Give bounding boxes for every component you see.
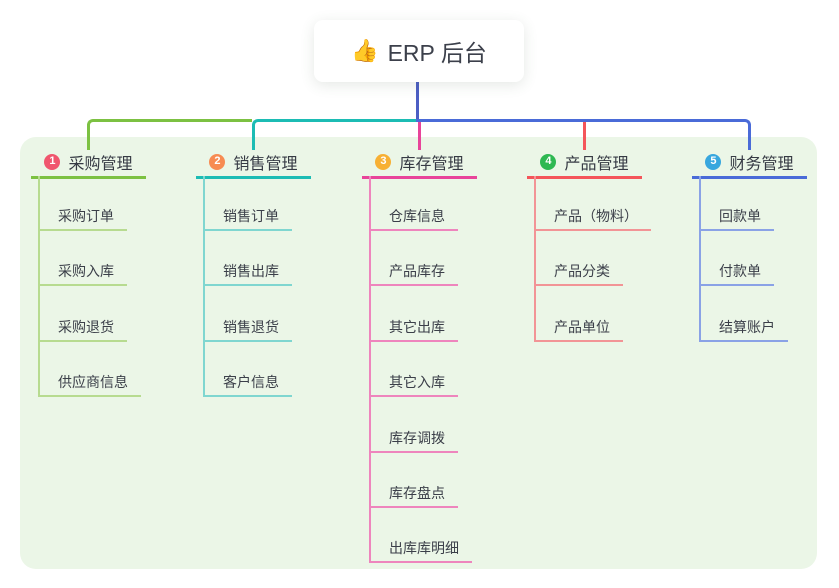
branch-3-child-6: 库存盘点: [369, 483, 458, 508]
branch-3-child-7: 出库库明细: [369, 538, 472, 564]
branch-2-title[interactable]: 2 销售管理: [196, 150, 311, 179]
branch-1-number-badge: 1: [44, 153, 61, 170]
child-node-label[interactable]: 库存盘点: [369, 483, 458, 508]
branch-5-child-3: 结算账户: [699, 317, 788, 342]
child-node-label[interactable]: 产品库存: [369, 261, 458, 287]
branch-title-text: 财务管理: [729, 155, 794, 173]
child-node-label[interactable]: 销售退货: [203, 317, 292, 342]
branch-1-child-3: 采购退货: [38, 317, 127, 342]
child-node-label[interactable]: 销售出库: [203, 261, 292, 287]
branch-1: 1 采购管理采购订单采购入库采购退货供应商信息: [31, 150, 146, 398]
child-node-label[interactable]: 产品（物料）: [534, 206, 651, 231]
branch-1-title[interactable]: 1 采购管理: [31, 150, 146, 179]
branch-2-spine: [203, 176, 205, 398]
branch-4-number-badge: 4: [540, 153, 557, 170]
branch-title-text: 库存管理: [399, 155, 464, 173]
branch-3-child-5: 库存调拨: [369, 428, 458, 453]
branch-2-child-1: 销售订单: [203, 206, 292, 231]
branch-3-child-1: 仓库信息: [369, 206, 458, 231]
branch-title-text: 产品管理: [564, 155, 629, 173]
branch-5: 5 财务管理回款单付款单结算账户: [692, 150, 807, 342]
child-node-label[interactable]: 采购订单: [38, 206, 127, 231]
branch-3-spine: [369, 176, 371, 564]
branch-1-child-1: 采购订单: [38, 206, 127, 231]
connector-branch-3-drop: [418, 122, 421, 150]
branch-4: 4 产品管理产品（物料） 产品分类产品单位: [527, 150, 651, 342]
branch-2-number-badge: 2: [209, 153, 226, 170]
child-node-label[interactable]: 销售订单: [203, 206, 292, 231]
branch-5-child-2: 付款单: [699, 261, 774, 287]
thumbs-up-icon: 👍: [351, 38, 379, 63]
branch-2: 2 销售管理销售订单销售出库销售退货客户信息: [196, 150, 311, 398]
root-node[interactable]: 👍 ERP 后台: [314, 20, 524, 82]
branch-2-child-4: 客户信息: [203, 372, 292, 398]
child-node-label[interactable]: 其它出库: [369, 317, 458, 342]
child-node-label[interactable]: 仓库信息: [369, 206, 458, 231]
branch-3-child-2: 产品库存: [369, 261, 458, 287]
branch-5-title[interactable]: 5 财务管理: [692, 150, 807, 179]
child-node-label[interactable]: 产品分类: [534, 261, 623, 287]
branch-3: 3 库存管理仓库信息产品库存其它出库其它入库库存调拨库存盘点出库库明细: [362, 150, 477, 564]
connector-root-drop: [416, 82, 419, 122]
child-node-label[interactable]: 库存调拨: [369, 428, 458, 453]
child-node-label[interactable]: 结算账户: [699, 317, 788, 342]
branch-4-child-2: 产品分类: [534, 261, 623, 287]
connector-branch-1-elbow: [87, 119, 252, 150]
branch-1-child-4: 供应商信息: [38, 372, 141, 398]
branch-5-child-1: 回款单: [699, 206, 774, 231]
branch-3-child-4: 其它入库: [369, 372, 458, 398]
child-node-label[interactable]: 出库库明细: [369, 538, 472, 564]
connector-branch-4-drop: [583, 122, 586, 150]
branch-5-number-badge: 5: [705, 153, 722, 170]
branch-3-child-3: 其它出库: [369, 317, 458, 342]
branch-1-child-2: 采购入库: [38, 261, 127, 287]
branch-3-title[interactable]: 3 库存管理: [362, 150, 477, 179]
branch-4-child-1: 产品（物料）: [534, 206, 651, 231]
child-node-label[interactable]: 采购退货: [38, 317, 127, 342]
branch-5-spine: [699, 176, 701, 342]
child-node-label[interactable]: 采购入库: [38, 261, 127, 287]
child-node-label[interactable]: 回款单: [699, 206, 774, 231]
branch-title-text: 采购管理: [68, 155, 133, 173]
child-node-label[interactable]: 客户信息: [203, 372, 292, 398]
connector-branch-2-elbow: [252, 119, 418, 150]
child-node-label[interactable]: 其它入库: [369, 372, 458, 398]
branch-2-child-2: 销售出库: [203, 261, 292, 287]
child-node-label[interactable]: 供应商信息: [38, 372, 141, 398]
branch-3-number-badge: 3: [375, 153, 392, 170]
branch-4-title[interactable]: 4 产品管理: [527, 150, 642, 179]
branch-title-text: 销售管理: [233, 155, 298, 173]
branch-4-spine: [534, 176, 536, 342]
branch-4-child-3: 产品单位: [534, 317, 623, 342]
branch-1-spine: [38, 176, 40, 398]
root-title: ERP 后台: [387, 40, 487, 66]
connector-branch-5-elbow: [416, 119, 751, 150]
child-node-label[interactable]: 产品单位: [534, 317, 623, 342]
branch-2-child-3: 销售退货: [203, 317, 292, 342]
child-node-label[interactable]: 付款单: [699, 261, 774, 287]
branches-panel: [20, 137, 817, 569]
